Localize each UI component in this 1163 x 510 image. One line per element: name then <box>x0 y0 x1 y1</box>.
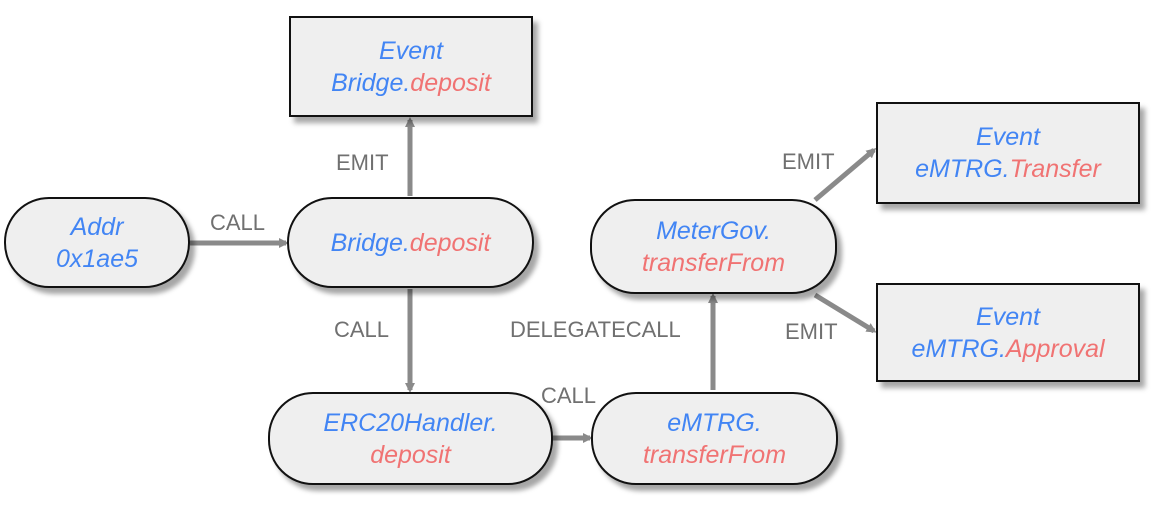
contract-name: Bridge. <box>331 68 411 97</box>
contract-name: ERC20Handler. <box>323 408 498 437</box>
edge-label-emit-bridge-event: EMIT <box>336 150 389 175</box>
function-name: deposit <box>370 440 451 469</box>
contract-name: Bridge. <box>330 228 410 257</box>
contract-name: MeterGov. <box>656 216 771 245</box>
event-emtrg-approval-label: eMTRG.Approval <box>911 333 1104 365</box>
edge-label-call-handler-emtrg: CALL <box>541 383 597 408</box>
event-kind-label: Event <box>379 36 443 65</box>
event-kind-label: Event <box>976 123 1040 151</box>
function-name: deposit <box>410 68 491 97</box>
edge-metergov-to-transfer <box>813 148 877 202</box>
function-name: deposit <box>409 228 491 257</box>
addr-label: Addr <box>70 212 124 241</box>
bridge-deposit-label: Bridge.deposit <box>331 227 491 259</box>
function-name: transferFrom <box>641 248 786 277</box>
node-erc20handler-deposit: ERC20Handler. deposit <box>268 392 553 485</box>
edge-label-delegatecall: DELEGATECALL <box>510 317 681 342</box>
function-name: transferFrom <box>642 440 787 469</box>
node-event-emtrg-transfer: Event eMTRG.Transfer <box>876 102 1140 204</box>
addr-value: 0x1ae5 <box>55 244 139 273</box>
function-name: Approval <box>1005 334 1105 363</box>
edge-label-emit-transfer: EMIT <box>782 149 835 174</box>
node-metergov-transferfrom: MeterGov. transferFrom <box>590 199 837 294</box>
event-emtrg-transfer-label: eMTRG.Transfer <box>915 153 1101 185</box>
event-kind-label: Event <box>976 302 1040 331</box>
contract-name: eMTRG. <box>911 334 1006 363</box>
node-event-bridge-deposit: Event Bridge.deposit <box>289 16 533 117</box>
node-event-emtrg-approval: Event eMTRG.Approval <box>876 283 1140 382</box>
edge-label-call-addr-bridge: CALL <box>210 210 266 235</box>
node-bridge-deposit: Bridge.deposit <box>287 197 534 288</box>
edge-metergov-to-approval <box>813 292 877 334</box>
function-name: Transfer <box>1009 155 1101 183</box>
event-bridge-deposit-label: Bridge.deposit <box>331 67 491 99</box>
edge-label-call-bridge-handler: CALL <box>334 317 390 342</box>
contract-name: eMTRG. <box>667 408 762 437</box>
node-emtrg-transferfrom: eMTRG. transferFrom <box>591 392 838 485</box>
contract-name: eMTRG. <box>915 155 1010 183</box>
node-addr: Addr 0x1ae5 <box>4 197 190 288</box>
edge-label-emit-approval: EMIT <box>785 319 838 344</box>
